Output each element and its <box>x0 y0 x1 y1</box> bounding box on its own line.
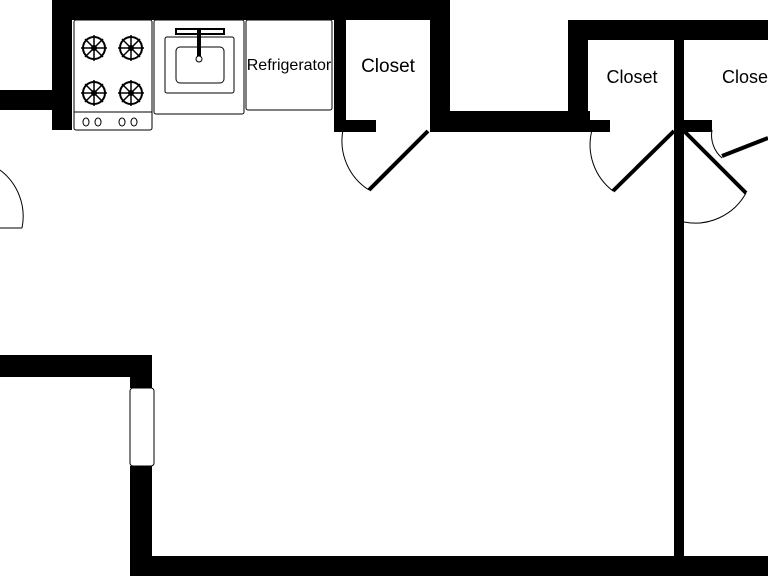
stove-body <box>73 19 153 131</box>
wall-kitchen-left <box>52 0 72 130</box>
burner-icon <box>118 80 144 106</box>
wall-top <box>52 0 450 20</box>
wall-closet-right <box>430 0 450 130</box>
wall-closet3-front <box>684 120 712 132</box>
wall-left-stub <box>0 90 56 110</box>
stove-knobs <box>82 117 138 127</box>
knob-icon <box>82 117 90 127</box>
wall-right-room <box>674 130 684 576</box>
wall-closet-left <box>334 20 346 132</box>
burner-icon <box>81 80 107 106</box>
door-closet-3 <box>682 129 748 224</box>
wall-corridor-top <box>430 111 590 132</box>
refrigerator-label: Refrigerator <box>247 57 332 74</box>
closet-label: Closet <box>606 67 657 87</box>
closet-label: Closet <box>361 56 416 77</box>
door-left-entry <box>0 169 24 229</box>
knob-icon <box>94 117 102 127</box>
wall-closet2-left <box>568 20 588 132</box>
wall-bottom <box>130 556 768 576</box>
sink <box>153 19 245 115</box>
burner-icon <box>118 35 144 61</box>
door-closet-3-inner <box>711 129 768 159</box>
refrigerator <box>245 19 333 111</box>
wall-closet-block-top <box>568 20 768 40</box>
wall-left-lower-upper <box>130 355 152 388</box>
door-closet-1 <box>341 129 430 192</box>
wall-closet2-front <box>588 120 610 132</box>
closet-label: Close <box>722 67 768 87</box>
knob-icon <box>118 117 126 127</box>
burner-icon <box>81 35 107 61</box>
wall-left-lower-top <box>0 355 152 377</box>
knob-icon <box>130 117 138 127</box>
door-closet-2 <box>589 129 676 193</box>
wall-left-lower-bottom <box>130 466 152 576</box>
wall-closet-divider <box>674 40 684 132</box>
window <box>129 387 155 467</box>
stove <box>73 19 153 131</box>
